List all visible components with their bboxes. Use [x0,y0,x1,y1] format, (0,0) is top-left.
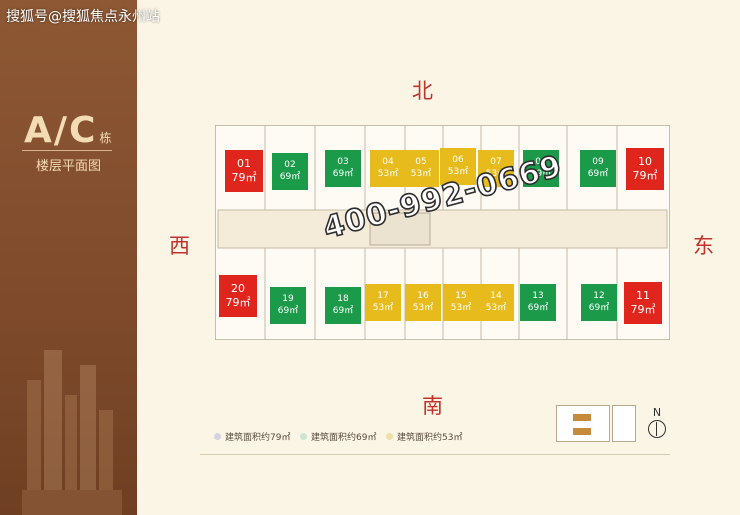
unit-area: 69㎡ [277,305,299,316]
key-plan-building-c [573,428,591,435]
legend-label: 建筑面积约69㎡ [311,433,377,443]
direction-south: 南 [422,394,443,418]
north-label: N [652,406,662,419]
unit-number: 03 [337,157,349,168]
city-skyline-graphic [22,350,122,515]
unit-number: 18 [337,294,349,305]
legend-item-53: 建筑面积约53㎡ [386,430,462,443]
unit-number: 02 [284,160,296,171]
title-divider [22,150,112,151]
unit-area: 69㎡ [527,302,549,313]
unit-area: 53㎡ [447,166,469,177]
unit-number: 14 [490,291,502,302]
unit-number: 11 [636,289,650,303]
unit-number: 19 [282,294,294,305]
unit-number: 20 [231,282,245,296]
unit-number: 13 [532,291,544,302]
unit-area: 69㎡ [530,168,552,179]
unit-area: 79㎡ [231,171,257,184]
unit-area: 53㎡ [410,168,432,179]
unit-area: 79㎡ [225,296,251,309]
footer-divider [200,454,670,455]
unit-area: 53㎡ [377,168,399,179]
unit-number: 10 [638,155,652,169]
unit-area: 79㎡ [632,169,658,182]
legend-dot [300,433,307,440]
legend-label: 建筑面积约53㎡ [397,433,463,443]
unit-number: 06 [452,155,464,166]
unit-number: 17 [377,291,389,302]
north-arrow: N [648,406,666,438]
legend-label: 建筑面积约79㎡ [225,433,291,443]
unit-number: 08 [535,157,547,168]
legend-item-69: 建筑面积约69㎡ [300,430,376,443]
building-title-main: A/C [24,110,98,151]
unit-area: 53㎡ [485,168,507,179]
legend-dot [214,433,221,440]
legend-dot [386,433,393,440]
floor-plan-subtitle: 楼层平面图 [36,159,102,174]
unit-area: 53㎡ [412,302,434,313]
unit-area: 69㎡ [587,168,609,179]
unit-area: 53㎡ [450,302,472,313]
key-plan-map-secondary [612,405,636,442]
unit-area: 69㎡ [332,168,354,179]
compass-icon [648,420,666,438]
building-title-suffix: 栋 [99,131,114,145]
unit-number: 05 [415,157,427,168]
direction-west: 西 [169,234,190,258]
direction-north: 北 [412,79,433,103]
unit-number: 15 [455,291,467,302]
unit-number: 09 [592,157,604,168]
sidebar-panel [0,0,137,515]
unit-number: 07 [490,157,502,168]
watermark-text: 搜狐号@搜狐焦点永州站 [6,9,160,25]
direction-east: 东 [693,234,714,258]
unit-area: 69㎡ [279,171,301,182]
key-plan-map [556,405,610,442]
unit-number: 01 [237,157,251,171]
unit-area: 53㎡ [485,302,507,313]
unit-area: 53㎡ [372,302,394,313]
unit-number: 04 [382,157,394,168]
legend-item-79: 建筑面积约79㎡ [214,430,290,443]
unit-area: 79㎡ [630,303,656,316]
unit-area: 69㎡ [588,302,610,313]
key-plan-building-a [573,414,591,421]
unit-area: 69㎡ [332,305,354,316]
unit-number: 12 [593,291,605,302]
unit-number: 16 [417,291,429,302]
